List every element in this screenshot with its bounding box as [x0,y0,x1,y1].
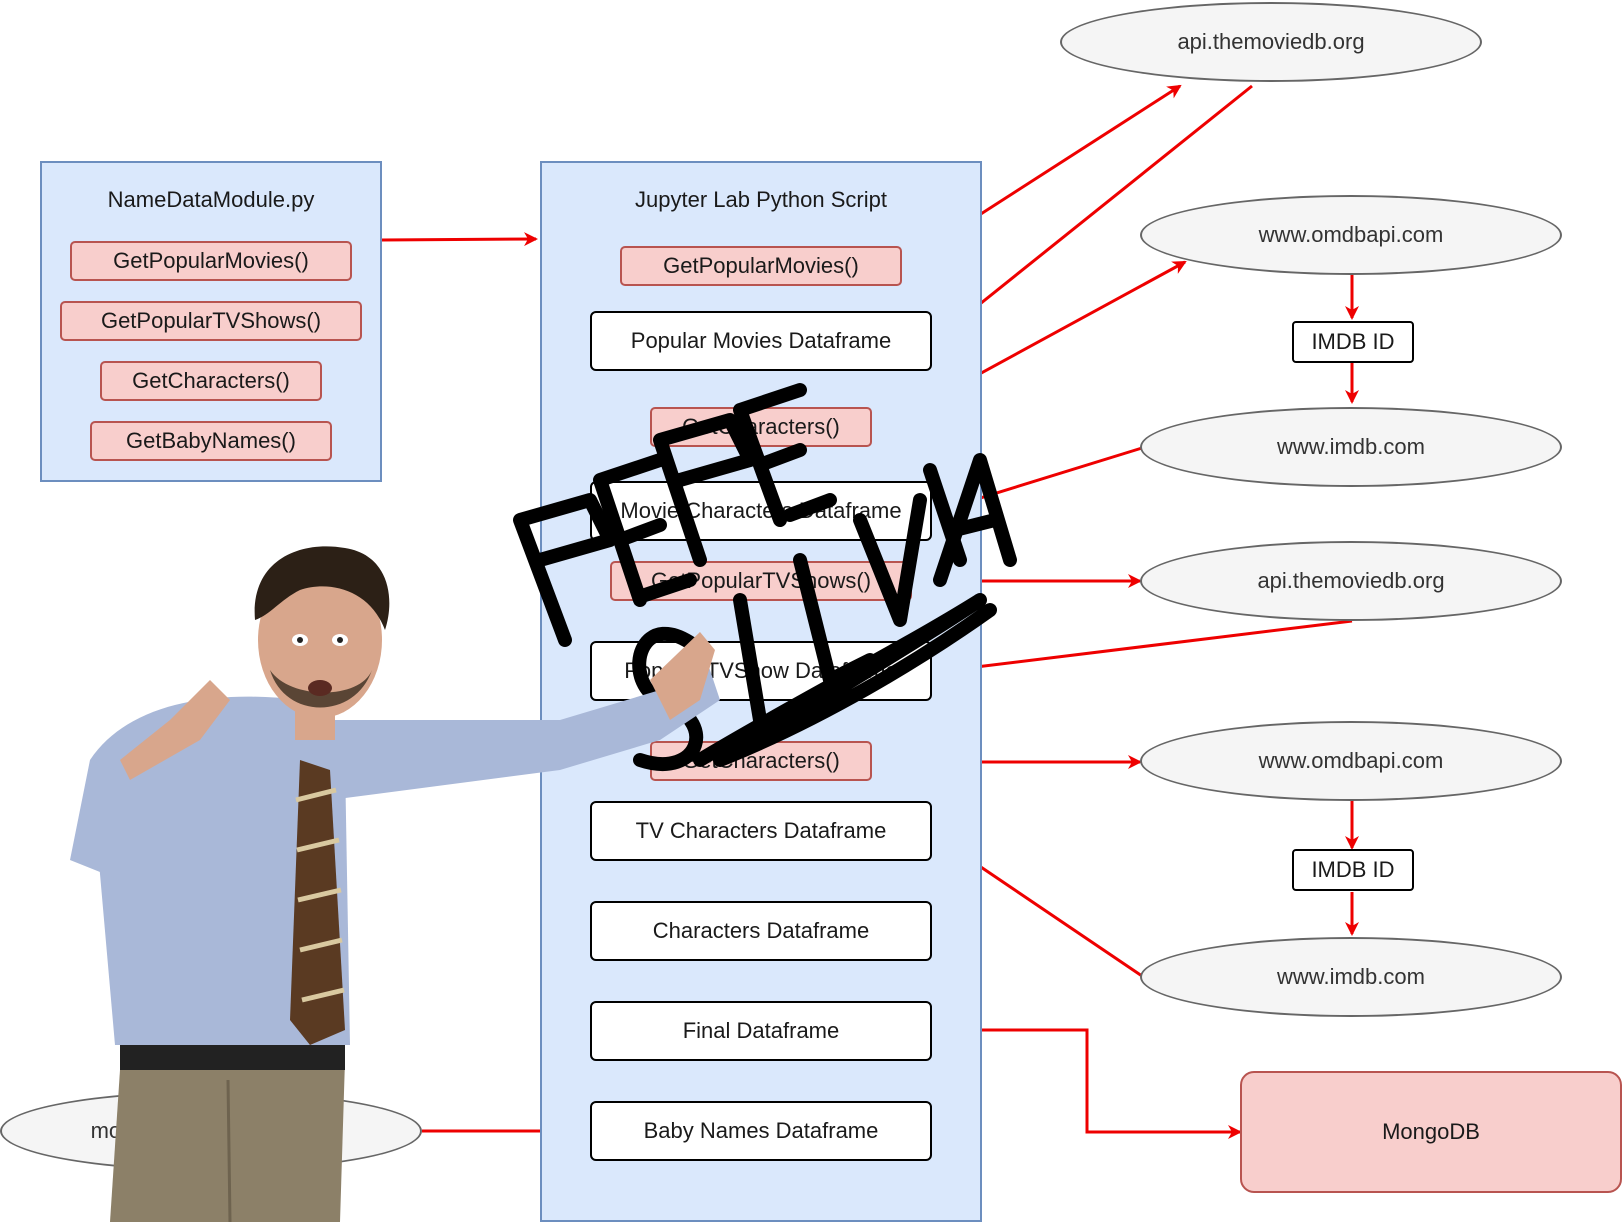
arrow-tmdb-to-movies-df [933,84,1253,342]
omdb-ellipse-1: www.omdbapi.com [1140,195,1562,275]
mongodb-box: MongoDB [1240,1071,1622,1193]
imdb-id-box-2: IMDB ID [1292,849,1414,891]
module-panel-title: NameDataModule.py [107,187,315,212]
movie-characters-dataframe: Movie Characters Dataframe [590,481,932,541]
imdb-id-box-1: IMDB ID [1292,321,1414,363]
module-fn-get-characters: GetCharacters() [100,361,322,401]
script-panel-title: Jupyter Lab Python Script [635,187,887,212]
imdb-ellipse-2: www.imdb.com [1140,937,1562,1017]
arrow-module-to-script [381,232,538,247]
arrow-final-to-mongodb [933,1028,1242,1139]
characters-dataframe: Characters Dataframe [590,901,932,961]
module-fn-get-baby-names: GetBabyNames() [90,421,332,461]
imdb-ellipse-1: www.imdb.com [1140,407,1562,487]
tv-characters-dataframe: TV Characters Dataframe [590,801,932,861]
popular-movies-dataframe: Popular Movies Dataframe [590,311,932,371]
final-dataframe: Final Dataframe [590,1001,932,1061]
arrow-tmdb2-to-tv-df [933,619,1353,678]
omdb-ellipse-2: www.omdbapi.com [1140,721,1562,801]
tmdb-ellipse-1: api.themoviedb.org [1060,2,1482,82]
tmdb-ellipse-2: api.themoviedb.org [1140,541,1562,621]
module-fn-get-popular-tvshows: GetPopularTVShows() [60,301,362,341]
baby-names-dataframe: Baby Names Dataframe [590,1101,932,1161]
script-fn-get-popular-movies: GetPopularMovies() [620,246,902,286]
module-fn-get-popular-movies: GetPopularMovies() [70,241,352,281]
